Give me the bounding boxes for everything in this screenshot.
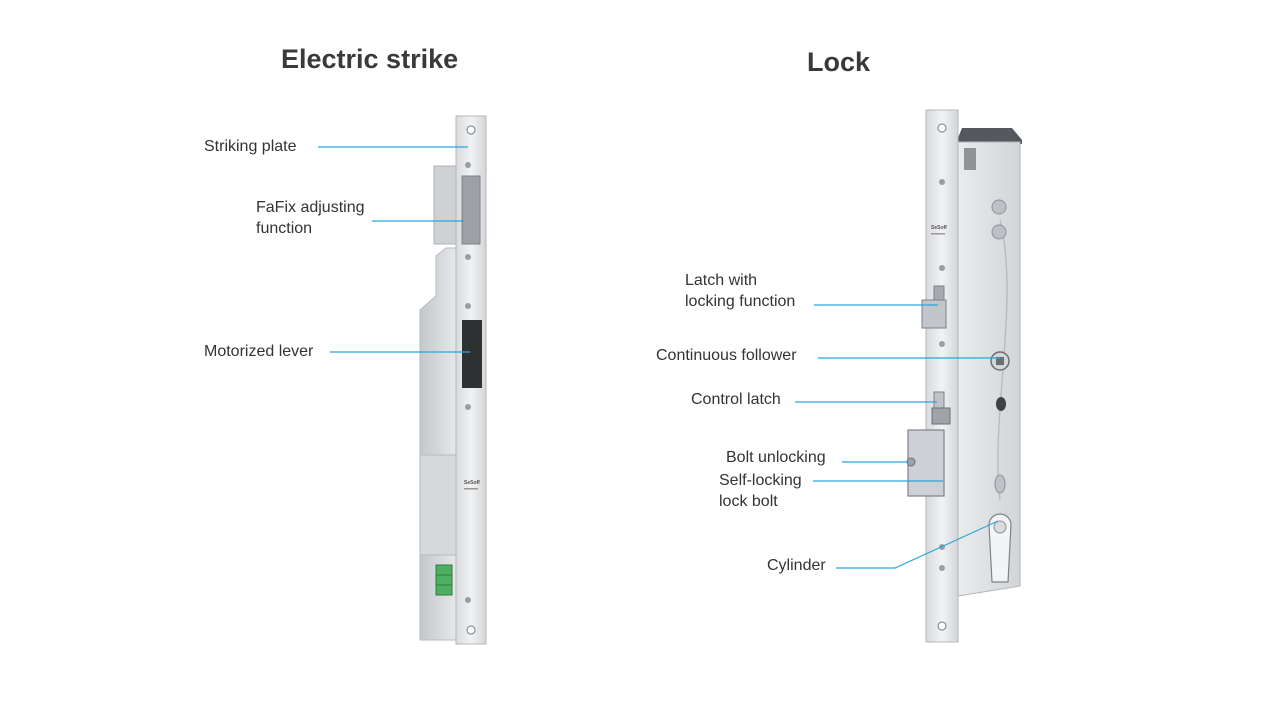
- strike-lower-body: [419, 454, 457, 556]
- fafix-opening: [461, 175, 481, 245]
- label-continuous-follower: Continuous follower: [656, 347, 797, 364]
- label-fafix-line2: function: [256, 220, 313, 237]
- label-fafix-line1: FaFix adjusting: [256, 199, 365, 216]
- lock-screw: [939, 265, 945, 271]
- case-hole: [991, 224, 1007, 240]
- strike-screw-hole: [466, 125, 476, 135]
- lock-screw: [939, 565, 945, 571]
- electric-strike-title: Electric strike: [281, 44, 459, 74]
- case-oval: [994, 474, 1006, 494]
- lock-illustration: SeSoff: [906, 109, 1022, 643]
- label-self-locking-line2: lock bolt: [719, 493, 778, 510]
- lock-title: Lock: [807, 47, 871, 77]
- lock-screw: [939, 341, 945, 347]
- leader-cylinder: [836, 520, 999, 569]
- label-control-latch: Control latch: [691, 391, 781, 408]
- latch-with-locking-function: [921, 299, 947, 329]
- lock-screw-hole: [937, 621, 947, 631]
- strike-brand-underline: [464, 488, 478, 490]
- case-slot: [964, 148, 976, 170]
- strike-brand-mark: SeSoff: [464, 480, 480, 486]
- strike-connector: [435, 564, 453, 596]
- latch-upper-part: [933, 285, 945, 301]
- strike-screw: [465, 404, 471, 410]
- electric-strike-illustration: SeSoff: [419, 115, 487, 645]
- case-hole: [991, 199, 1007, 215]
- cylinder-cam: [993, 520, 1007, 534]
- lock-brand-mark: SeSoff: [931, 225, 947, 231]
- label-striking-plate: Striking plate: [204, 138, 297, 155]
- label-latch-line1: Latch with: [685, 272, 758, 289]
- lock-top-cover: [958, 128, 1022, 144]
- strike-screw: [465, 162, 471, 168]
- label-self-locking-line1: Self-locking: [719, 472, 802, 489]
- label-bolt-unlocking: Bolt unlocking: [726, 449, 826, 466]
- lock-screw: [939, 179, 945, 185]
- case-oval: [996, 397, 1006, 411]
- strike-screw: [465, 303, 471, 309]
- follower-square-hole: [996, 357, 1004, 365]
- strike-screw-hole: [466, 625, 476, 635]
- strike-screw: [465, 597, 471, 603]
- strike-screw: [465, 254, 471, 260]
- control-latch: [933, 391, 945, 411]
- motorized-lever-opening: [462, 320, 482, 388]
- control-latch-base: [931, 407, 951, 425]
- cylinder-cutout: [988, 513, 1012, 583]
- label-motorized-lever: Motorized lever: [204, 343, 314, 360]
- label-cylinder: Cylinder: [767, 557, 826, 574]
- lock-screw-hole: [937, 123, 947, 133]
- lock-brand-underline: [931, 233, 945, 235]
- lock-faceplate: [925, 109, 959, 643]
- label-latch-line2: locking function: [685, 293, 796, 310]
